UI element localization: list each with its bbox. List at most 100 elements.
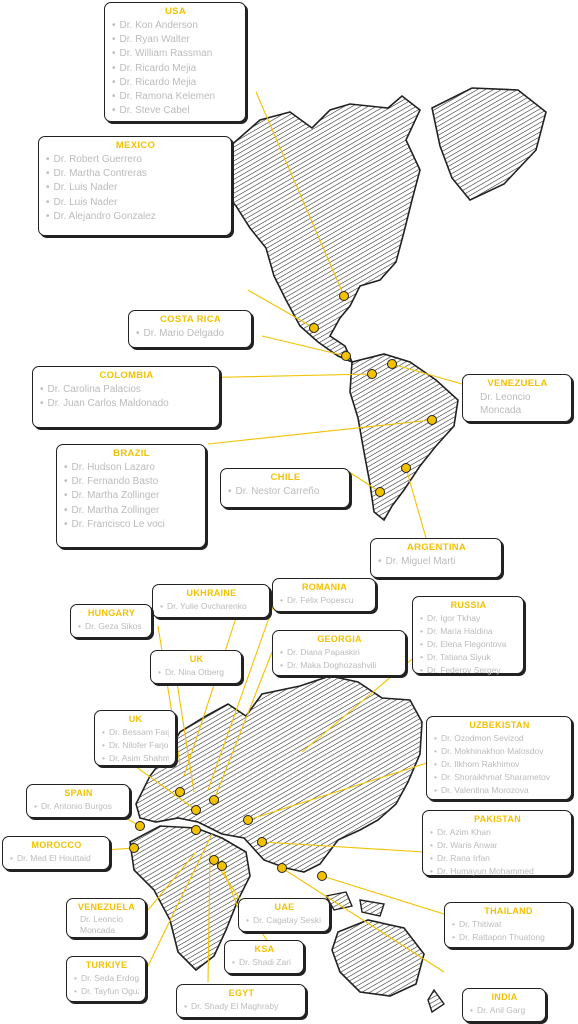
doctor-name: Dr. Leoncio Moncada: [80, 914, 123, 935]
box-india: INDIA Dr. Anil Garg: [462, 988, 546, 1022]
eurasia-landmass: [135, 675, 423, 873]
doctor-name: Dr. Luis Nader: [46, 196, 225, 210]
north-america-landmass: [221, 94, 421, 364]
doctor-name: Dr. Anil Garg: [470, 1004, 539, 1017]
doctor-name: Dr. Ricardo Mejia: [112, 76, 239, 90]
country-title: COSTA RICA: [159, 314, 222, 325]
doctor-name: Dr. Asim Shahmalak: [102, 752, 169, 765]
box-uk-farjo: UK Dr. Bessam Farjo Dr. Nilofer Farjo Dr…: [94, 710, 176, 766]
doctor-name: Dr. Alejandro Gonzalez: [46, 210, 225, 224]
box-thailand: THAILAND Dr. Thitiwat Dr. Rattapon Thuat…: [444, 902, 572, 948]
doctor-name: Dr. Martha Zollinger: [64, 489, 199, 503]
doctor-name: Dr. William Rassman: [112, 47, 239, 61]
country-title: TURKIYE: [85, 960, 128, 970]
location-markers: [129, 291, 437, 881]
doctor-name: Dr. Ricardo Mejia: [112, 62, 239, 76]
box-georgia: GEORGIA Dr. Diana Papaskiri Dr. Maka Dog…: [272, 630, 406, 676]
country-title: USA: [165, 6, 186, 17]
doctor-name: Dr. Ilkhom Rakhimov: [434, 758, 565, 771]
doctor-name: Dr. Tayfun Oguzoglu: [74, 985, 139, 998]
doctor-name: Dr. Martha Zollinger: [64, 504, 199, 518]
doctor-name: Dr. Maria Haldina: [420, 625, 517, 638]
doctor-name: Dr. Shadi Zari: [232, 956, 297, 969]
country-title: UK: [189, 654, 204, 664]
box-chile: CHILE Dr. Nestor Carreño: [220, 468, 350, 508]
doctor-name: Dr. Hudson Lazaro: [64, 461, 199, 475]
doctor-name: Dr. Tatiana Siyuk: [420, 651, 517, 664]
doctor-name: Dr. Maka Doghozashvili: [280, 659, 399, 672]
country-title: COLOMBIA: [99, 370, 154, 381]
country-title: KSA: [254, 944, 275, 954]
box-morocco: MOROCCO Dr. Med El Houttaid: [2, 836, 110, 870]
doctor-name: Dr. Federov Sergey: [420, 664, 517, 677]
doctor-name: Dr. Robert Guerrero: [46, 153, 225, 167]
country-title: UKHRAINE: [186, 588, 237, 598]
box-colombia: COLOMBIA Dr. Carolina Palacios Dr. Juan …: [32, 366, 220, 428]
doctor-name: Dr. Mario Delgado: [136, 327, 245, 341]
doctor-name: Dr. Francisco Le voci: [64, 518, 199, 532]
box-egypt: EGYT Dr. Shady El Maghraby: [176, 984, 306, 1018]
doctor-name: Dr. Bessam Farjo: [102, 726, 169, 739]
doctor-name: Dr. Rana Irfan: [430, 852, 565, 865]
doctor-name: Dr. Mokhinakhon Malosdov: [434, 745, 565, 758]
country-title: UAE: [274, 902, 295, 912]
box-spain: SPAIN Dr. Antonio Burgos: [26, 784, 130, 818]
doctor-name: Dr. Antonio Burgos: [34, 800, 123, 813]
box-ksa: KSA Dr. Shadi Zari: [224, 940, 304, 974]
doctor-name: Dr. Nestor Carreño: [228, 485, 343, 499]
country-title: UZBEKISTAN: [469, 720, 530, 730]
country-title: RUSSIA: [450, 600, 487, 610]
box-costa-rica: COSTA RICA Dr. Mario Delgado: [128, 310, 252, 348]
doctor-name: Dr. Fernando Basto: [64, 475, 199, 489]
doctor-name: Dr. Steve Cabel: [112, 104, 239, 118]
box-uzbekistan: UZBEKISTAN Dr. Ozodmon Sevizod Dr. Mokhi…: [426, 716, 572, 800]
box-uae: UAE Dr. Cagatay Seski: [238, 898, 330, 932]
doctor-name: Dr. Elena Flegontova: [420, 638, 517, 651]
doctor-name: Dr. Valentina Morozova: [434, 784, 565, 797]
box-romania: ROMANIA Dr. Felix Popescu: [272, 578, 376, 612]
doctor-name: Dr. Ramona Kelemen: [112, 90, 239, 104]
doctor-name: Dr. Azim Khan: [430, 826, 565, 839]
country-title: THAILAND: [484, 906, 533, 916]
doctor-name: Dr. Med El Houttaid: [10, 852, 103, 865]
country-title: ROMANIA: [301, 582, 348, 592]
country-title: MOROCCO: [31, 840, 82, 850]
australia-landmass: [331, 919, 425, 997]
box-russia: RUSSIA Dr. Igor Tkhay Dr. Maria Haldina …: [412, 596, 524, 677]
doctor-name: Dr. Felix Popescu: [280, 594, 369, 607]
country-title: MEXICO: [115, 140, 156, 151]
country-title: VENEZUELA: [77, 902, 136, 912]
doctor-name: Dr. Carolina Palacios: [40, 383, 213, 397]
doctor-name: Dr. Cagatay Seski: [246, 914, 323, 927]
doctor-name: Dr. Ozodmon Sevizod: [434, 732, 565, 745]
box-usa: USA Dr. Kon Anderson Dr. Ryan Walter Dr.…: [104, 2, 246, 122]
country-title: EGYT: [228, 988, 255, 998]
country-title: PAKISTAN: [473, 814, 522, 824]
box-turkiye: TURKIYE Dr. Seda Erdogan Dr. Tayfun Oguz…: [66, 956, 146, 1002]
greenland-landmass: [431, 87, 547, 201]
doctor-name: Dr. Geza Sikos: [78, 620, 145, 633]
doctor-name: Dr. Miguel Marti: [378, 555, 495, 569]
doctor-name: Dr. Nilofer Farjo: [102, 739, 169, 752]
doctor-name: Dr. Shady El Maghraby: [184, 1000, 299, 1013]
country-title: HUNGARY: [87, 608, 136, 618]
doctor-name: Dr. Leoncio Moncada: [480, 392, 531, 416]
country-title: INDIA: [491, 992, 518, 1002]
south-america-landmass: [349, 353, 459, 522]
doctor-name: Dr. Waris Anwar: [430, 839, 565, 852]
doctor-name: Dr. Luis Nader: [46, 181, 225, 195]
country-title: GEORGIA: [317, 634, 362, 644]
doctor-name: Dr. Humayun Mohammed: [430, 865, 565, 878]
country-title: UK: [128, 714, 143, 724]
box-pakistan: PAKISTAN Dr. Azim Khan Dr. Waris Anwar D…: [422, 810, 572, 876]
box-uk-nina: UK Dr. Nina Otberg: [150, 650, 242, 684]
country-title: BRAZIL: [113, 448, 150, 459]
country-title: ARGENTINA: [406, 542, 467, 553]
doctor-name: Dr. Shoraikhmat Sharametov: [434, 771, 565, 784]
doctor-name: Dr. Nina Otberg: [158, 666, 235, 679]
doctor-name: Dr. Juan Carlos Maldonado: [40, 397, 213, 411]
box-ukraine: UKHRAINE Dr. Yulie Ovcharenko: [152, 584, 270, 618]
box-argentina: ARGENTINA Dr. Miguel Marti: [370, 538, 502, 578]
doctor-name: Dr. Martha Contreras: [46, 167, 225, 181]
